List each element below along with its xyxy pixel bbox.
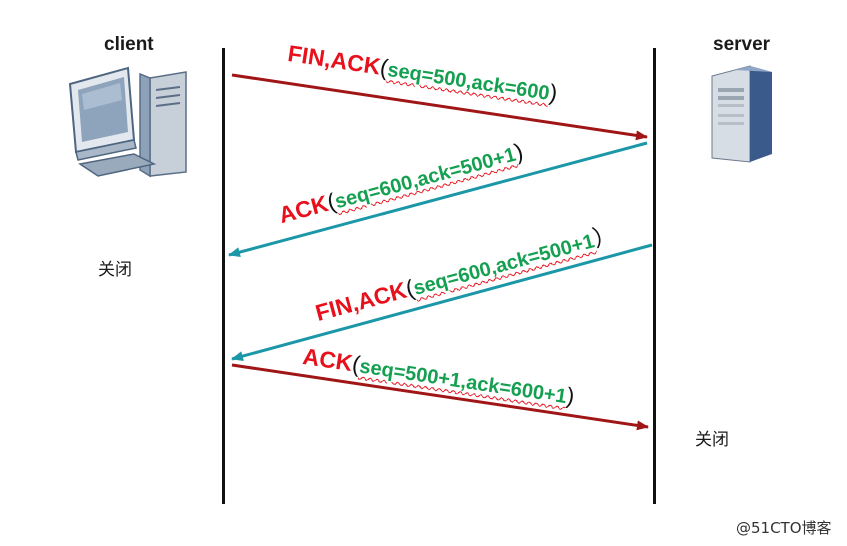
server-state-closed: 关闭 [695, 430, 729, 450]
arrow-fin-ack-server-to-client [231, 243, 653, 361]
watermark: @51CTO博客 [736, 519, 832, 537]
arrow-fin-ack-client-to-server [231, 73, 648, 141]
server-lifeline [653, 48, 656, 504]
arrow-ack-client-to-server-final [231, 363, 649, 431]
client-computer-icon [68, 66, 187, 178]
client-label: client [104, 34, 154, 55]
arrow-ack-server-to-client [228, 141, 648, 257]
server-icon [711, 65, 772, 163]
client-state-closed: 关闭 [98, 260, 132, 280]
server-label: server [713, 34, 771, 55]
client-lifeline [222, 48, 225, 504]
